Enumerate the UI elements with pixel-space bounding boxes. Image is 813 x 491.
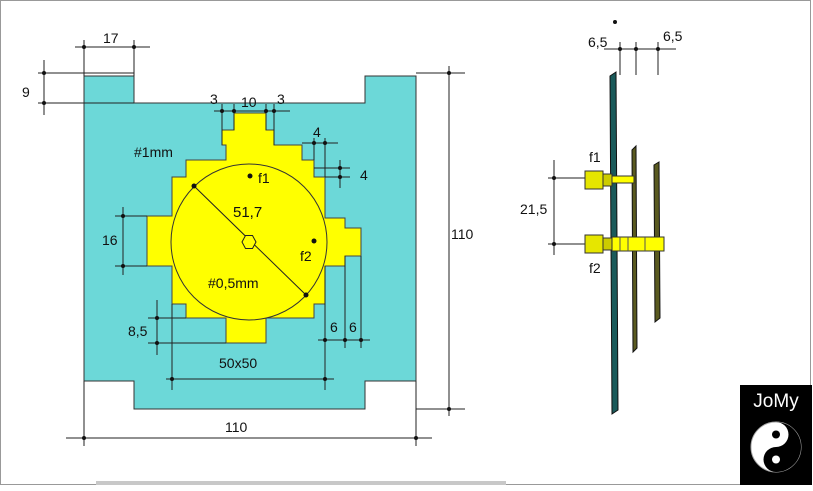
logo-title: JoMy	[753, 391, 799, 412]
focus1-label: f1	[258, 170, 270, 186]
side-connector-f2	[584, 234, 665, 254]
focus-point-f2	[311, 238, 317, 244]
dim-notch-width: 17	[103, 30, 119, 46]
dim-step-vertical: 4	[360, 167, 368, 183]
plate-thickness-label: #1mm	[134, 144, 173, 160]
front-view: 17 9 3 10 3 4 4 #1mm f1 51,7 16 f2 #0,5m…	[22, 30, 474, 446]
side-focus1-label: f1	[589, 149, 601, 165]
yin-yang-icon	[750, 421, 802, 473]
dim-right-tab-b: 6	[349, 319, 357, 335]
dim-tab-side-right: 3	[277, 91, 285, 107]
dim-notch-height: 9	[22, 84, 30, 100]
dim-left-tab: 16	[102, 232, 118, 248]
dim-plate-width: 110	[225, 419, 248, 435]
dim-square: 50x50	[219, 355, 257, 371]
side-dim-right: 6,5	[663, 28, 683, 44]
focus-point-f1	[247, 173, 253, 179]
dim-plate-height: 110	[451, 226, 474, 242]
feed-hexagon	[241, 235, 257, 249]
jomy-logo: JoMy	[740, 385, 812, 485]
focus2-label: f2	[300, 248, 312, 264]
side-dim-focus-spacing: 21,5	[520, 201, 547, 217]
side-view: 6,5 6,5 f1 21,5 f2	[520, 20, 683, 415]
dim-tab-side: 3	[210, 91, 218, 107]
circle-diameter-label: 51,7	[233, 204, 262, 221]
dim-step-horizontal: 4	[313, 124, 321, 140]
dim-right-tab-a: 6	[330, 319, 338, 335]
element-thickness-label: #0,5mm	[208, 275, 259, 291]
side-focus2-label: f2	[589, 260, 601, 276]
front-dimension-dots	[42, 45, 451, 440]
horizontal-scrollbar[interactable]	[96, 481, 506, 485]
dim-tab-center: 10	[241, 94, 257, 110]
side-dim-left: 6,5	[588, 34, 608, 50]
side-dimension-dots	[552, 47, 660, 246]
side-connector-f1	[584, 170, 635, 190]
dim-bottom-offset: 8,5	[128, 323, 148, 339]
